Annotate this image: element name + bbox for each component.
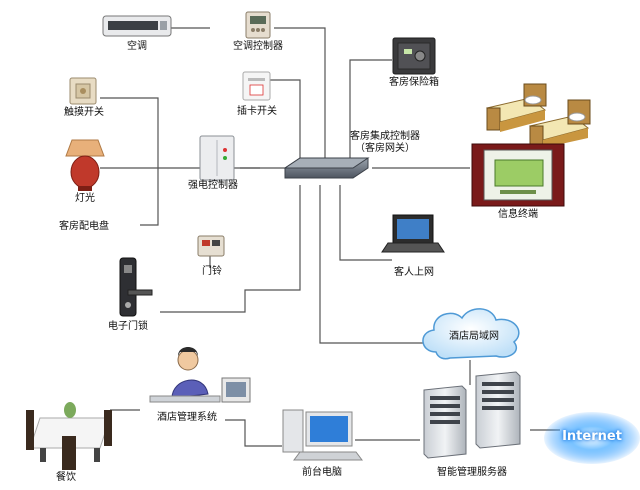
dining-table-icon	[26, 402, 112, 470]
card-switch-label: 插卡开关	[237, 106, 277, 117]
power-controller-label: 强电控制器	[188, 180, 238, 191]
room-safe-label: 客房保险箱	[389, 77, 439, 88]
ac-controller-icon	[245, 11, 271, 39]
room-controller-label: 客房集成控制器 （客房网关）	[350, 131, 420, 154]
guest-internet-label: 客人上网	[394, 267, 434, 278]
front-desk-pc-label: 前台电脑	[302, 467, 342, 478]
distribution-panel-label: 客房配电盘	[59, 221, 109, 232]
hotel-mgmt-system-label: 酒店管理系统	[157, 412, 217, 423]
internet-label: Internet	[562, 429, 622, 444]
hotel-lan-cloud-icon	[422, 308, 520, 360]
server-rack-icon	[475, 371, 521, 449]
touch-switch-label: 触摸开关	[64, 107, 104, 118]
lighting-label: 灯光	[75, 193, 95, 204]
room-safe-icon	[392, 37, 436, 75]
door-lock-label: 电子门锁	[108, 321, 148, 332]
bed-icon	[486, 83, 547, 132]
smart-server-label: 智能管理服务器	[437, 467, 507, 478]
server-rack-icon	[423, 385, 467, 459]
room-gateway-switch-icon	[283, 157, 370, 179]
front-desk-pc-icon	[282, 409, 363, 461]
doorbell-label: 门铃	[202, 266, 222, 277]
lamp-icon	[65, 139, 105, 191]
hotel-lan-label: 酒店局域网	[449, 331, 499, 342]
bed-icon	[529, 99, 591, 148]
info-terminal-label: 信息终端	[498, 209, 538, 220]
air-conditioner-icon	[102, 15, 172, 37]
air-conditioner-label: 空调	[127, 41, 147, 52]
doorbell-icon	[197, 235, 225, 257]
receptionist-icon	[149, 347, 251, 403]
ac-controller-label: 空调控制器	[233, 41, 283, 52]
door-lock-icon	[119, 257, 153, 317]
laptop-icon	[381, 214, 445, 253]
power-controller-icon	[199, 135, 235, 181]
card-switch-icon	[242, 71, 271, 101]
touch-switch-icon	[69, 77, 97, 105]
info-terminal-icon	[471, 143, 565, 207]
internet-glow-icon	[544, 412, 640, 464]
dining-label: 餐饮	[56, 472, 76, 483]
